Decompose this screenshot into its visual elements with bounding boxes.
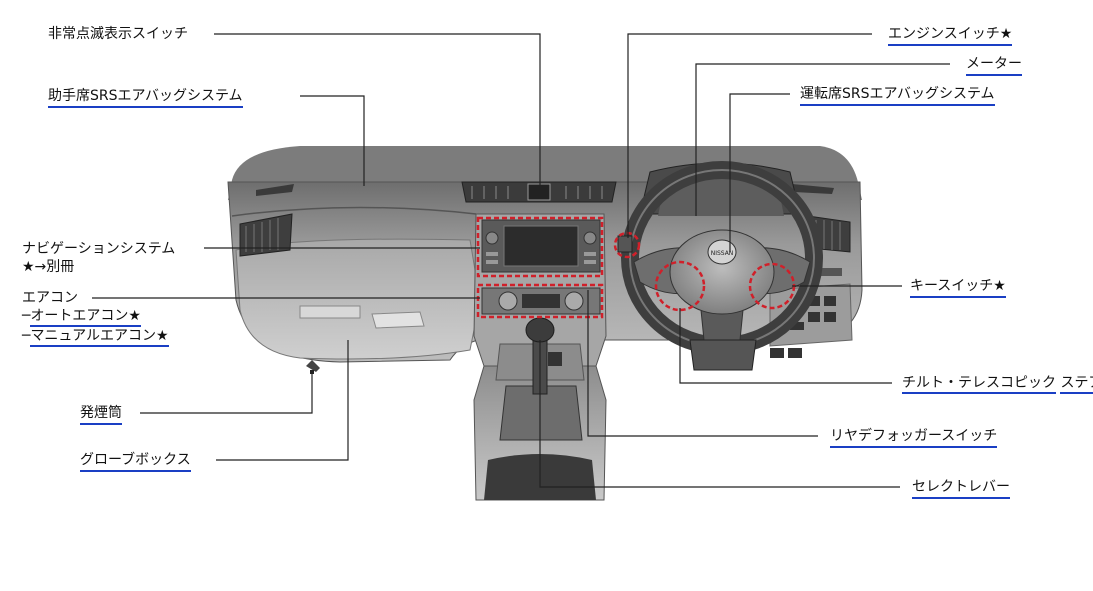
label-aircon: エアコン [22, 290, 78, 306]
label-select-lever[interactable]: セレクトレバー [912, 478, 1010, 499]
steering-hub [669, 229, 775, 315]
navigation-screen [503, 225, 579, 267]
meter-cluster [658, 178, 784, 216]
leader-lines [92, 33, 950, 488]
leader-engine-switch [627, 33, 872, 238]
select-lever-knob [525, 317, 555, 343]
label-passenger-airbag[interactable]: 助手席SRSエアバッグシステム [48, 87, 243, 108]
label-engine-switch[interactable]: エンジンスイッチ★ [888, 25, 1013, 46]
leader-defogger [587, 290, 818, 437]
label-tilt-line2[interactable]: ステアリング [1060, 374, 1093, 394]
label-navigation-ref: ★→別冊 [22, 259, 75, 275]
label-auto-aircon-row: ─オートエアコン★ [22, 307, 169, 327]
engine-switch [617, 235, 633, 253]
label-tilt-line1[interactable]: チルト・テレスコピック [902, 374, 1056, 394]
navigation-highlight [476, 216, 604, 278]
label-navigation-block: ナビゲーションシステム ★→別冊 [22, 240, 175, 276]
leader-driver-airbag [729, 93, 790, 252]
dashboard-illustration: NISSAN [227, 146, 863, 501]
tilt-steering-highlight [654, 260, 706, 312]
aircon-highlight [476, 283, 604, 319]
label-hazard-switch: 非常点滅表示スイッチ [48, 26, 188, 42]
leader-tilt-steering [679, 308, 892, 384]
label-manual-aircon[interactable]: マニュアルエアコン★ [30, 327, 169, 347]
label-glovebox[interactable]: グローブボックス [80, 451, 191, 472]
hazard-button [527, 183, 551, 201]
leader-passenger-airbag [300, 95, 365, 186]
leader-select-lever [539, 340, 900, 488]
label-aircon-block: エアコン ─オートエアコン★ ─マニュアルエアコン★ [22, 289, 169, 347]
engine-switch-highlight [613, 231, 641, 259]
label-driver-airbag[interactable]: 運転席SRSエアバッグシステム [800, 85, 995, 106]
label-defogger[interactable]: リヤデフォッガースイッチ [830, 427, 998, 448]
smoke-candle [306, 360, 320, 372]
label-manual-aircon-dash: ─ [22, 328, 31, 344]
label-navigation: ナビゲーションシステム [22, 241, 176, 257]
label-lighter[interactable]: 発煙筒 [80, 404, 122, 425]
label-meter[interactable]: メーター [966, 55, 1022, 76]
glovebox-panel [235, 238, 481, 360]
wheel-badge: NISSAN [711, 250, 734, 257]
label-tilt-steering-block: チルト・テレスコピック ステアリング [902, 374, 1093, 394]
leader-glovebox [216, 340, 349, 461]
left-side-vent [239, 213, 293, 257]
label-key-switch[interactable]: キースイッチ★ [910, 277, 1006, 298]
label-auto-aircon[interactable]: オートエアコン★ [30, 307, 141, 327]
select-lever-base [499, 385, 583, 441]
leader-meter [695, 63, 950, 216]
label-manual-aircon-row: ─マニュアルエアコン★ [22, 327, 169, 347]
leader-hazard [214, 33, 541, 185]
steering-column [689, 339, 757, 371]
leader-lighter [140, 372, 313, 414]
label-auto-aircon-dash: ─ [22, 308, 31, 324]
